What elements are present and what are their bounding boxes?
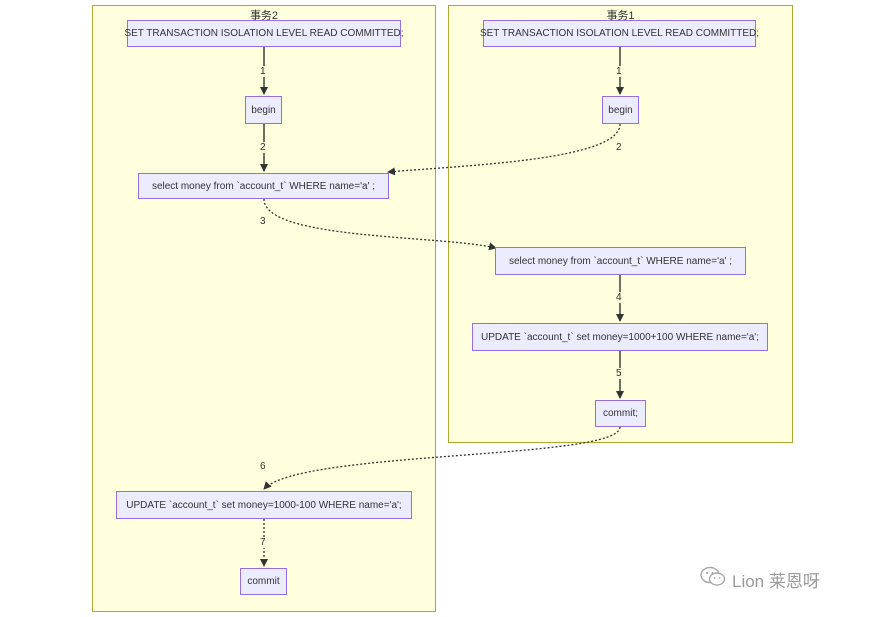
t1-commit-node: commit;: [595, 400, 646, 427]
t1-update-node: UPDATE `account_t` set money=1000+100 WH…: [472, 323, 768, 351]
edge-6: [263, 426, 621, 490]
edge-label-1-left: 1: [259, 66, 267, 77]
edge-2-cross: [387, 123, 621, 176]
wechat-icon: [700, 566, 732, 593]
t2-begin-node: begin: [245, 96, 282, 124]
t1-begin-node: begin: [602, 96, 639, 124]
t1-select-node: select money from `account_t` WHERE name…: [495, 247, 746, 275]
transaction-2-title: 事务2: [249, 10, 279, 22]
edge-label-4: 4: [615, 292, 623, 303]
edge-label-1-right: 1: [615, 66, 623, 77]
transaction-1-title: 事务1: [606, 10, 635, 22]
watermark-text: Lion 莱恩呀: [732, 572, 820, 591]
edge-label-2-left: 2: [259, 142, 267, 153]
edge-3: [263, 198, 497, 251]
t2-update-node: UPDATE `account_t` set money=1000-100 WH…: [116, 491, 412, 519]
t2-select-node: select money from `account_t` WHERE name…: [138, 173, 389, 199]
t2-commit-node: commit: [240, 568, 287, 595]
watermark: Lion 莱恩呀: [700, 566, 820, 593]
edge-label-3: 3: [259, 216, 267, 227]
edge-label-2-cross: 2: [615, 142, 623, 153]
t1-set-isolation-node: SET TRANSACTION ISOLATION LEVEL READ COM…: [480, 20, 759, 47]
t2-set-isolation-node: SET TRANSACTION ISOLATION LEVEL READ COM…: [124, 20, 404, 47]
edge-label-7: 7: [259, 537, 267, 548]
edge-label-5: 5: [615, 368, 623, 379]
edge-label-6: 6: [259, 461, 267, 472]
